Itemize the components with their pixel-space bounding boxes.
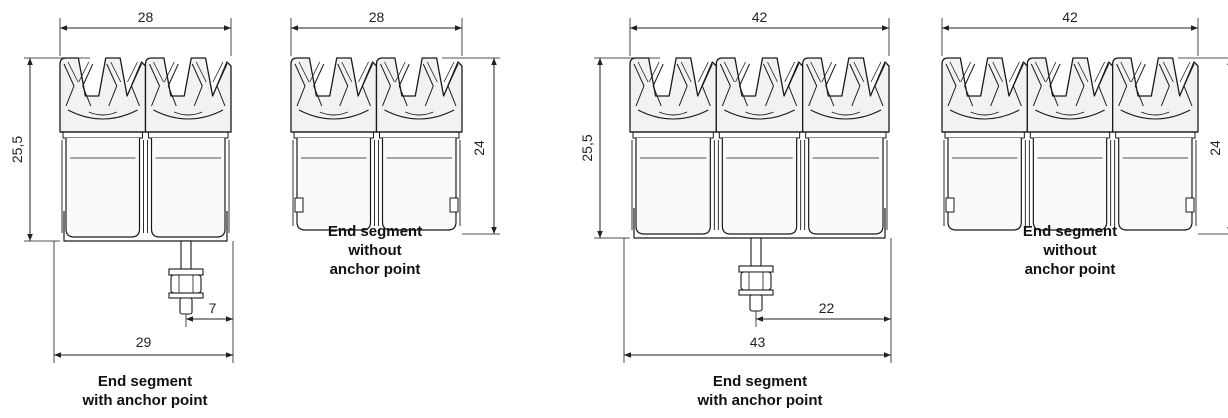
clip-cage xyxy=(808,138,884,235)
clip-segment xyxy=(144,57,232,238)
caption-line: without xyxy=(1043,242,1097,259)
clip-segment xyxy=(629,57,717,235)
clip-housing xyxy=(290,57,378,133)
anchor-bolt xyxy=(738,237,774,312)
bolt-tip xyxy=(179,297,193,315)
clip-housing xyxy=(802,57,890,133)
width-label: 28 xyxy=(369,9,385,25)
clip-cage xyxy=(381,138,457,231)
washer xyxy=(168,268,204,276)
clip-cage xyxy=(150,138,226,238)
bolt-shank xyxy=(180,240,192,270)
caption-line: End segment xyxy=(97,373,193,390)
hex-nut xyxy=(170,274,202,294)
clip-cage xyxy=(635,138,711,235)
width-label: 28 xyxy=(138,9,154,25)
clip-cage xyxy=(721,138,798,235)
side-tab xyxy=(945,197,955,213)
caption-line: anchor point xyxy=(1024,261,1116,278)
caption-line: anchor point xyxy=(329,261,421,278)
caption-three-with-anchor: End segment with anchor point xyxy=(670,372,850,410)
clip-housing xyxy=(1026,57,1114,133)
offset-label: 7 xyxy=(209,300,217,316)
clip-housing xyxy=(144,57,232,133)
clip-segment xyxy=(802,57,890,235)
height-label: 25,5 xyxy=(9,136,25,163)
clip-segment xyxy=(290,57,378,231)
bottom-label: 29 xyxy=(136,334,152,350)
caption-line: End segment xyxy=(712,373,808,390)
caption-line: without xyxy=(348,242,402,259)
diagram-three-with-anchor: 42 25,5 43 22 xyxy=(579,9,892,363)
caption-line: End segment xyxy=(1022,223,1118,240)
clip-segment xyxy=(1112,57,1199,231)
height-label: 24 xyxy=(1207,140,1223,156)
clip-cage xyxy=(1032,138,1108,231)
base-rail xyxy=(63,211,228,242)
clip-segment xyxy=(715,57,804,235)
side-tab xyxy=(449,197,459,213)
height-label: 25,5 xyxy=(579,134,595,161)
clip-housing xyxy=(375,57,463,133)
clip-cage xyxy=(296,138,372,231)
washer xyxy=(738,265,774,273)
offset-label: 22 xyxy=(819,300,835,316)
caption-two-with-anchor: End segment with anchor point xyxy=(55,372,235,410)
caption-line: with anchor point xyxy=(82,392,208,409)
diagram-three-without-anchor: 42 24 xyxy=(941,9,1228,235)
caption-line: with anchor point xyxy=(697,392,823,409)
bolt-shank xyxy=(750,237,762,267)
clip-housing xyxy=(941,57,1028,133)
caption-two-without-anchor: End segment without anchor point xyxy=(285,222,465,279)
washer xyxy=(738,289,774,296)
clip-segment xyxy=(941,57,1028,231)
clip-housing xyxy=(629,57,717,133)
anchor-bolt xyxy=(168,240,204,315)
clip-housing xyxy=(59,57,147,133)
clip-cage xyxy=(1118,138,1193,231)
caption-line: End segment xyxy=(327,223,423,240)
bolt-tip xyxy=(749,294,763,312)
clip-cage xyxy=(65,138,141,238)
clip-segment xyxy=(1026,57,1114,231)
washer xyxy=(168,292,204,299)
caption-three-without-anchor: End segment without anchor point xyxy=(980,222,1160,279)
clip-housing xyxy=(715,57,804,133)
clip-segment xyxy=(59,57,147,238)
bottom-label: 43 xyxy=(750,334,766,350)
height-label: 24 xyxy=(471,140,487,156)
clip-segment xyxy=(375,57,463,231)
diagram-two-with-anchor: 28 25,5 29 7 xyxy=(9,9,234,363)
side-tab xyxy=(1185,197,1195,213)
width-label: 42 xyxy=(752,9,768,25)
width-label: 42 xyxy=(1062,9,1078,25)
hex-nut xyxy=(740,271,772,291)
side-tab xyxy=(294,197,304,213)
clip-housing xyxy=(1112,57,1199,133)
clip-cage xyxy=(947,138,1022,231)
diagram-two-without-anchor: 28 24 xyxy=(290,9,500,235)
